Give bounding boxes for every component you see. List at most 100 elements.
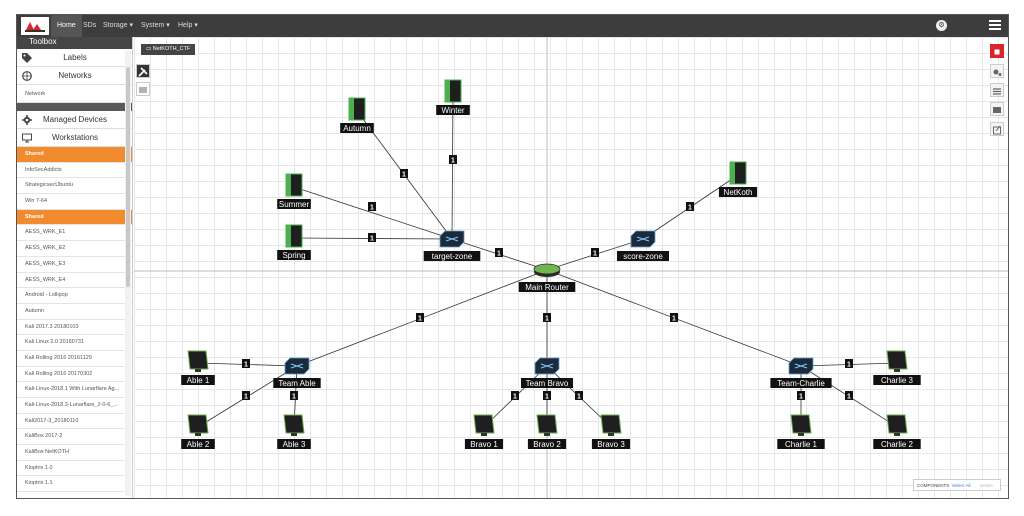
stop-button[interactable] (990, 44, 1004, 58)
nav-storage[interactable]: Storage ▾ (103, 22, 133, 29)
link-label-text: 1 (847, 362, 851, 369)
link-label[interactable]: 1 (845, 391, 853, 401)
link-label[interactable]: 1 (686, 202, 694, 212)
server-node[interactable] (285, 224, 303, 248)
link-label[interactable]: 1 (543, 391, 551, 401)
workstation-item[interactable]: AESS_WRK_E2 (17, 241, 132, 257)
workstation-node[interactable] (886, 350, 908, 372)
workstations-section[interactable]: Workstations (17, 129, 132, 147)
link-label[interactable]: 1 (495, 248, 503, 258)
edit-button[interactable] (990, 122, 1004, 136)
workstation-group-header[interactable]: Shared (17, 147, 132, 163)
network-item[interactable]: Network (17, 85, 132, 103)
workstation-item[interactable]: AESS_WRK_E1 (17, 225, 132, 242)
link-label[interactable]: 1 (670, 313, 678, 323)
workstation-node[interactable] (790, 414, 812, 436)
workstation-item[interactable]: KaliBox NetKOTH (17, 445, 132, 461)
workstation-item[interactable]: StrategicsecUbuntu (17, 178, 132, 195)
link-label[interactable]: 1 (290, 391, 298, 401)
switch-node[interactable] (788, 357, 814, 375)
workstation-group-header[interactable]: Shared (17, 209, 132, 226)
managed-devices-section[interactable]: Managed Devices (17, 111, 132, 129)
nav-help[interactable]: Help ▾ (178, 22, 198, 29)
workstation-item[interactable]: Kioptrix 1.0 (17, 461, 132, 477)
settings-button[interactable] (990, 64, 1004, 78)
link-label[interactable]: 1 (368, 233, 376, 243)
network-link[interactable] (293, 186, 453, 240)
workstation-item[interactable]: KaliBox 2017-2 (17, 429, 132, 446)
delete-link[interactable]: Delete (980, 483, 994, 488)
link-label[interactable]: 1 (797, 391, 805, 401)
link-label[interactable]: 1 (449, 155, 457, 165)
workstation-item[interactable]: AESS_WRK_E3 (17, 257, 132, 273)
hamburger-menu-icon[interactable] (989, 20, 1001, 31)
sidebar-scrollbar-thumb[interactable] (126, 67, 130, 287)
link-label-text: 1 (688, 205, 692, 212)
list-view-button[interactable] (136, 82, 150, 96)
labels-section[interactable]: Labels (17, 49, 132, 67)
link-label-text: 1 (370, 205, 374, 212)
workstation-node[interactable] (187, 350, 209, 372)
workstation-label-text: Able 3 (283, 440, 306, 449)
nav-sds[interactable]: SDs (83, 22, 97, 29)
project-tab[interactable]: ▭ NetKOTH_CTF (141, 44, 196, 55)
workstation-item[interactable]: Kali Linux 2.0 20160731 (17, 335, 132, 351)
nav-home[interactable]: Home (51, 15, 82, 37)
server-node[interactable] (444, 79, 462, 103)
network-link[interactable] (451, 92, 454, 240)
drive-icon (993, 107, 1001, 113)
link-label[interactable]: 1 (400, 169, 408, 179)
workstation-item[interactable]: Android - Lollipop (17, 288, 132, 304)
link-label[interactable]: 1 (242, 359, 250, 369)
link-label[interactable]: 1 (543, 313, 551, 323)
tools-button[interactable] (136, 64, 150, 78)
select-all-link[interactable]: Select All (952, 483, 971, 488)
workstation-node[interactable] (187, 414, 209, 436)
link-label[interactable]: 1 (511, 391, 519, 401)
switch-node[interactable] (534, 357, 560, 375)
workstation-icon (473, 414, 495, 434)
workstation-item[interactable]: AESS_WRK_E4 (17, 273, 132, 289)
server-node[interactable] (285, 173, 303, 197)
server-node[interactable] (348, 97, 366, 121)
workstation-item[interactable]: Kali 2017.3 20180103 (17, 320, 132, 336)
switch-label-bg (770, 378, 832, 388)
switch-node[interactable] (439, 230, 465, 248)
switch-node[interactable] (630, 230, 656, 248)
workstation-item[interactable]: Kali Rolling 2016 20161129 (17, 351, 132, 367)
switch-node[interactable] (284, 357, 310, 375)
link-label-text: 1 (370, 236, 374, 243)
settings-badge-icon[interactable]: ⚙ (936, 20, 947, 31)
workstation-label-bg (527, 439, 567, 449)
link-label[interactable]: 1 (845, 359, 853, 369)
server-node[interactable] (729, 161, 747, 185)
link-label[interactable]: 1 (368, 202, 376, 212)
workstation-node[interactable] (886, 414, 908, 436)
workstation-node[interactable] (283, 414, 305, 436)
workstation-item[interactable]: Kali-Linux-2018.1 With Lunarflare Ag... (17, 382, 132, 398)
network-settings-button[interactable] (990, 83, 1004, 97)
networks-section[interactable]: Networks (17, 67, 132, 85)
workstation-node[interactable] (473, 414, 495, 436)
router-node[interactable] (533, 263, 561, 277)
workstation-item[interactable]: Kali-Linux-2018.3-Lunarflare_2-0-6_... (17, 398, 132, 414)
link-label[interactable]: 1 (416, 313, 424, 323)
link-label[interactable]: 1 (591, 248, 599, 258)
workstation-label-bg (181, 439, 215, 449)
workstation-node[interactable] (536, 414, 558, 436)
workstation-node[interactable] (600, 414, 622, 436)
workstation-item[interactable]: Win 7-64 (17, 194, 132, 210)
workstation-label-bg (873, 375, 921, 385)
link-label[interactable]: 1 (242, 391, 250, 401)
storage-button[interactable] (990, 102, 1004, 116)
workstation-item[interactable]: Kali Rolling 2016 20170302 (17, 367, 132, 383)
workstation-item[interactable]: Autumn (17, 304, 132, 320)
workstation-item[interactable]: Kali2017-3_20180110 (17, 414, 132, 430)
link-label[interactable]: 1 (575, 391, 583, 401)
workstation-item[interactable]: InfoSecAddicts (17, 163, 132, 179)
nav-system[interactable]: System ▾ (141, 22, 170, 29)
workstation-item[interactable]: Kioptrix 1.1 (17, 476, 132, 493)
link-label-text: 1 (418, 316, 422, 323)
